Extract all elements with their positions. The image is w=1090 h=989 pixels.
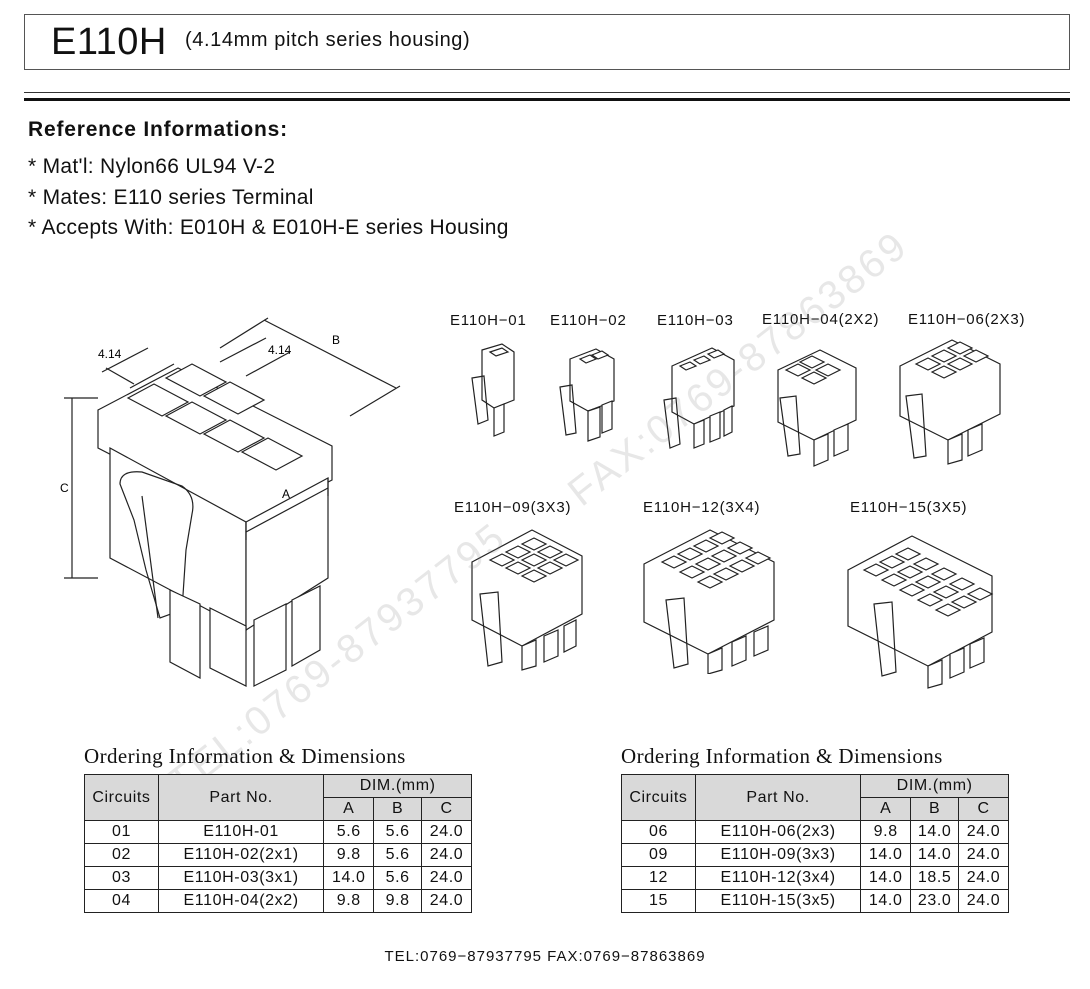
- dim-b-label: B: [332, 333, 340, 347]
- reference-accepts: * Accepts With: E010H & E010H-E series H…: [28, 216, 509, 239]
- header-part-no: Part No.: [157, 774, 325, 821]
- variant-label-09: E110H−09(3X3): [454, 499, 572, 516]
- dim-c-label: C: [60, 481, 69, 495]
- cell-a: 14.0: [860, 866, 912, 890]
- cell-circuits: 04: [84, 889, 159, 913]
- cell-b: 18.5: [910, 866, 960, 890]
- table-row: 03 E110H-03(3x1) 14.0 5.6 24.0: [84, 866, 472, 890]
- header-part-no: Part No.: [694, 774, 862, 821]
- ordering-table-title-left: Ordering Information & Dimensions: [84, 744, 406, 768]
- variant-label-03: E110H−03: [657, 312, 734, 329]
- cell-c: 24.0: [958, 889, 1009, 913]
- cell-c: 24.0: [958, 843, 1009, 867]
- pitch-label-2: 4.14: [268, 343, 292, 357]
- cell-a: 5.6: [323, 820, 375, 844]
- ordering-table-title-right: Ordering Information & Dimensions: [621, 744, 943, 768]
- cell-part-no: E110H-02(2x1): [157, 843, 325, 867]
- variant-drawing-15: [847, 535, 994, 689]
- header-dim: DIM.(mm): [323, 774, 472, 798]
- variant-label-04: E110H−04(2X2): [762, 311, 880, 328]
- table-row: 01 E110H-01 5.6 5.6 24.0: [84, 820, 472, 844]
- dim-b-line: [263, 319, 397, 389]
- cell-part-no: E110H-04(2x2): [157, 889, 325, 913]
- cell-c: 24.0: [421, 866, 472, 890]
- cell-c: 24.0: [958, 820, 1009, 844]
- reference-mates: * Mates: E110 series Terminal: [28, 186, 314, 209]
- cell-b: 14.0: [910, 820, 960, 844]
- table-row: 04 E110H-04(2x2) 9.8 9.8 24.0: [84, 889, 472, 913]
- cell-circuits: 03: [84, 866, 159, 890]
- cell-a: 9.8: [323, 889, 375, 913]
- variant-drawing-06: [899, 339, 1001, 465]
- header-b: B: [373, 797, 423, 821]
- header-circuits: Circuits: [84, 774, 159, 821]
- cell-circuits: 09: [621, 843, 696, 867]
- dim-a-label: A: [282, 487, 290, 501]
- header-dim: DIM.(mm): [860, 774, 1009, 798]
- cell-b: 5.6: [373, 866, 423, 890]
- variant-drawing-03: [663, 347, 735, 449]
- cell-a: 9.8: [860, 820, 912, 844]
- table-row: 09 E110H-09(3x3) 14.0 14.0 24.0: [621, 843, 1009, 867]
- variant-label-01: E110H−01: [450, 312, 527, 329]
- cell-b: 14.0: [910, 843, 960, 867]
- variant-label-12: E110H−12(3X4): [643, 499, 761, 516]
- cell-circuits: 06: [621, 820, 696, 844]
- header-c: C: [958, 797, 1009, 821]
- footer-contact: TEL:0769−87937795 FAX:0769−87863869: [384, 948, 706, 965]
- header-a: A: [860, 797, 912, 821]
- cell-circuits: 01: [84, 820, 159, 844]
- variant-drawing-01: [471, 343, 515, 437]
- product-subtitle: (4.14mm pitch series housing): [185, 29, 471, 51]
- divider-thick: [24, 98, 1070, 101]
- variant-drawing-09: [471, 529, 583, 671]
- table-row: 12 E110H-12(3x4) 14.0 18.5 24.0: [621, 866, 1009, 890]
- cell-b: 23.0: [910, 889, 960, 913]
- cell-part-no: E110H-09(3x3): [694, 843, 862, 867]
- reference-material: * Mat'l: Nylon66 UL94 V-2: [28, 155, 276, 178]
- cell-c: 24.0: [421, 820, 472, 844]
- cell-c: 24.0: [958, 866, 1009, 890]
- cell-a: 14.0: [323, 866, 375, 890]
- pitch-label-1: 4.14: [98, 347, 122, 361]
- cell-part-no: E110H-12(3x4): [694, 866, 862, 890]
- table-row: 15 E110H-15(3x5) 14.0 23.0 24.0: [621, 889, 1009, 913]
- cell-b: 5.6: [373, 843, 423, 867]
- cell-circuits: 02: [84, 843, 159, 867]
- cell-c: 24.0: [421, 843, 472, 867]
- cell-c: 24.0: [421, 889, 472, 913]
- variant-label-15: E110H−15(3X5): [850, 499, 968, 516]
- variant-drawing-02: [559, 348, 615, 442]
- variant-label-06: E110H−06(2X3): [908, 311, 1026, 328]
- divider-thin: [24, 92, 1070, 93]
- ordering-table-left: Circuits Part No. DIM.(mm) A B C 01 E110…: [84, 774, 472, 913]
- cell-part-no: E110H-15(3x5): [694, 889, 862, 913]
- main-housing-drawing: C B 4.14 4.14 A: [60, 317, 401, 687]
- reference-heading: Reference Informations:: [28, 118, 288, 141]
- cell-circuits: 12: [621, 866, 696, 890]
- cell-part-no: E110H-06(2x3): [694, 820, 862, 844]
- variant-drawing-04: [777, 349, 857, 467]
- cell-part-no: E110H-01: [157, 820, 325, 844]
- variant-drawing-12: [643, 529, 775, 674]
- header-a: A: [323, 797, 375, 821]
- table-row: 06 E110H-06(2x3) 9.8 14.0 24.0: [621, 820, 1009, 844]
- cell-circuits: 15: [621, 889, 696, 913]
- title-box: E110H (4.14mm pitch series housing): [24, 14, 1070, 70]
- dim-a-line: [245, 487, 329, 533]
- cell-b: 9.8: [373, 889, 423, 913]
- cell-b: 5.6: [373, 820, 423, 844]
- product-model-title: E110H: [51, 21, 167, 63]
- cell-a: 9.8: [323, 843, 375, 867]
- header-circuits: Circuits: [621, 774, 696, 821]
- header-b: B: [910, 797, 960, 821]
- cell-a: 14.0: [860, 843, 912, 867]
- cell-a: 14.0: [860, 889, 912, 913]
- table-row: 02 E110H-02(2x1) 9.8 5.6 24.0: [84, 843, 472, 867]
- header-c: C: [421, 797, 472, 821]
- ordering-table-right: Circuits Part No. DIM.(mm) A B C 06 E110…: [621, 774, 1009, 913]
- variant-label-02: E110H−02: [550, 312, 627, 329]
- cell-part-no: E110H-03(3x1): [157, 866, 325, 890]
